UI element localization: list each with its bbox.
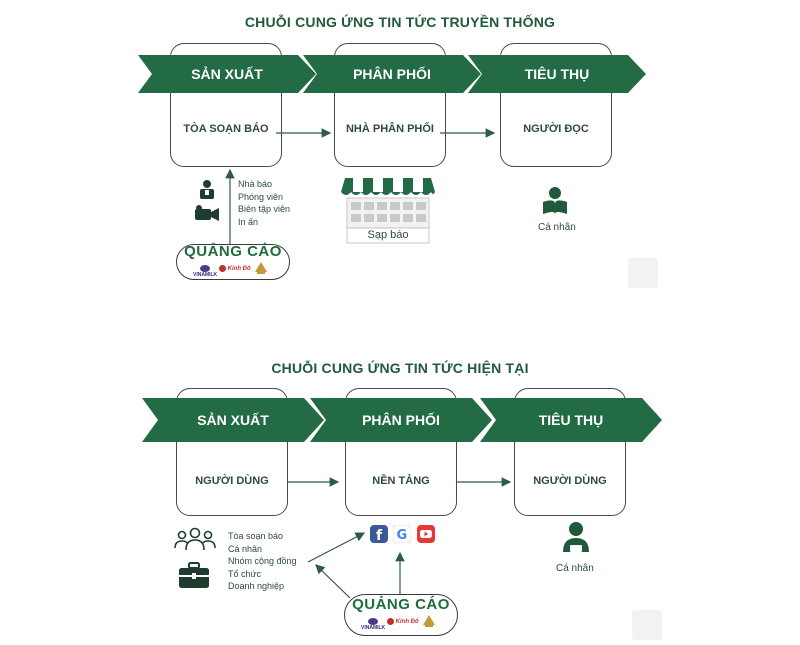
producer-item: Doanh nghiệp (228, 581, 285, 591)
producer-list: Nhà báo Phóng viên Biên tập viên In ấn (238, 178, 290, 228)
producer-item: Biên tập viên (238, 204, 291, 214)
band-distribution-current: PHÂN PHỐI (310, 398, 492, 442)
producer-item: In ấn (238, 216, 259, 227)
producer-item: Cá nhân (228, 543, 263, 554)
band-production-current-label: SẢN XUẤT (197, 412, 269, 428)
band-consumption-current: TIÊU THỤ (480, 398, 662, 442)
ads-pill-bottom: QUẢNG CÁO VINAMILK Kinh Đô (344, 594, 458, 636)
producer-list-current: Tòa soạn báo Cá nhân Nhóm cộng đồng Tổ c… (228, 530, 297, 593)
decoration-square (632, 610, 662, 640)
kinhdo-logo: Kinh Đô (219, 265, 251, 272)
consumer-caption-top: Cá nhân (538, 222, 576, 233)
node-user-producer: NGƯỜI DÙNG (195, 475, 269, 487)
traditional-title: CHUỖI CUNG ỨNG TIN TỨC TRUYỀN THỐNG (244, 14, 556, 30)
svg-text:f: f (376, 528, 383, 543)
facebook-icon: f (370, 525, 388, 544)
band-distribution-current-label: PHÂN PHỐI (362, 412, 440, 428)
svg-text:G: G (397, 528, 408, 543)
node-distributor: NHÀ PHÂN PHỐI (345, 123, 434, 135)
node-user-consumer: NGƯỜI DÙNG (533, 475, 607, 487)
node-platform: NỀN TẢNG (372, 475, 430, 487)
band-production-current: SẢN XUẤT (142, 398, 324, 442)
video-camera-icon (192, 205, 220, 223)
current-title: CHUỖI CUNG ỨNG TIN TỨC HIỆN TẠI (271, 360, 529, 376)
emblem-logo (255, 262, 267, 277)
band-production: SẢN XUẤT (138, 55, 316, 93)
band-distribution: PHÂN PHỐI (303, 55, 481, 93)
group-icon (174, 526, 216, 552)
consumer-caption-bottom: Cá nhân (556, 563, 594, 574)
band-production-label: SẢN XUẤT (191, 66, 263, 82)
newsstand-icon: Sạp báo (341, 174, 435, 244)
vinamilk-logo: VINAMILK (193, 265, 217, 278)
producer-item: Nhà báo (238, 179, 273, 189)
vinamilk-logo: VINAMILK (361, 618, 385, 631)
producer-item: Nhóm cộng đồng (228, 556, 297, 566)
kiosk-label: Sạp báo (367, 229, 409, 241)
node-reader: NGƯỜI ĐỌC (523, 123, 589, 135)
user-icon (561, 521, 591, 553)
producer-item: Phóng viên (238, 191, 284, 202)
journalist-icon (196, 178, 218, 200)
producer-item: Tổ chức (228, 568, 262, 579)
band-consumption: TIÊU THỤ (468, 55, 646, 93)
ads-title-current: QUẢNG CÁO (352, 596, 450, 613)
emblem-logo (423, 615, 435, 630)
briefcase-icon (178, 561, 210, 589)
decoration-square (628, 258, 658, 288)
kinhdo-logo: Kinh Đô (387, 618, 419, 625)
band-consumption-label: TIÊU THỤ (524, 66, 590, 82)
band-distribution-label: PHÂN PHỐI (353, 66, 431, 82)
google-icon: G (392, 524, 412, 544)
reader-icon (540, 186, 570, 216)
ads-title: QUẢNG CÁO (184, 243, 282, 260)
producer-item: Tòa soạn báo (228, 531, 284, 541)
band-consumption-current-label: TIÊU THỤ (538, 412, 604, 428)
ads-pill-top: QUẢNG CÁO VINAMILK Kinh Đô (176, 243, 290, 280)
node-newsroom: TÒA SOẠN BÁO (183, 123, 269, 135)
youtube-icon (417, 525, 435, 543)
